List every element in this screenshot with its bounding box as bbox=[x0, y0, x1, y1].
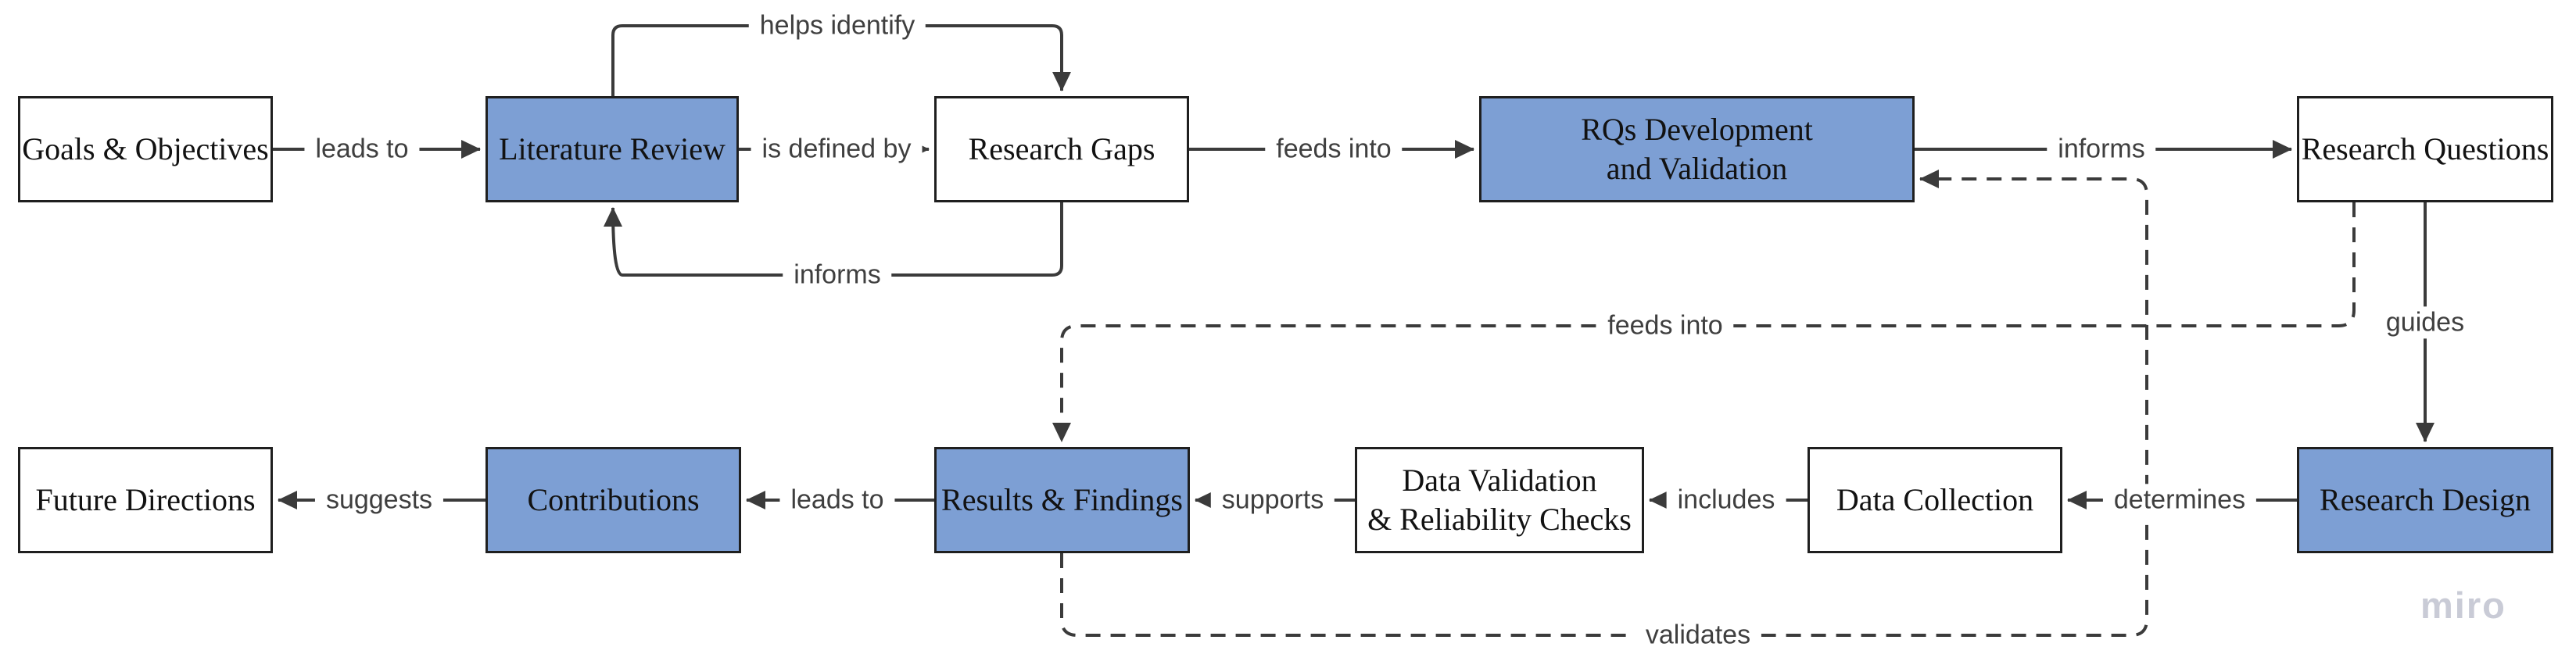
edge-label-helps-identify[interactable]: helps identify bbox=[748, 9, 926, 42]
node-future-directions[interactable]: Future Directions bbox=[18, 447, 273, 553]
node-data-validation[interactable]: Data Validation & Reliability Checks bbox=[1355, 447, 1644, 553]
edge-label-feeds-into-2[interactable]: feeds into bbox=[1596, 309, 1734, 342]
edge-label-guides[interactable]: guides bbox=[2374, 306, 2476, 339]
connector-validates[interactable] bbox=[1060, 170, 2148, 637]
node-results-findings[interactable]: Results & Findings bbox=[934, 447, 1190, 553]
edge-label-leads-to-1[interactable]: leads to bbox=[304, 133, 420, 166]
edge-label-leads-to-2[interactable]: leads to bbox=[779, 484, 895, 517]
edge-label-informs-1[interactable]: informs bbox=[2047, 133, 2156, 166]
node-research-questions[interactable]: Research Questions bbox=[2297, 96, 2553, 202]
edge-label-includes[interactable]: includes bbox=[1666, 484, 1786, 517]
edge-label-informs-loop[interactable]: informs bbox=[783, 259, 892, 291]
edge-label-determines[interactable]: determines bbox=[2102, 484, 2257, 517]
node-contributions[interactable]: Contributions bbox=[485, 447, 741, 553]
node-rqs-development[interactable]: RQs Development and Validation bbox=[1479, 96, 1915, 202]
miro-watermark: miro bbox=[2420, 584, 2506, 626]
edge-label-validates[interactable]: validates bbox=[1634, 619, 1762, 652]
node-goals-objectives[interactable]: Goals & Objectives bbox=[18, 96, 273, 202]
edge-label-supports[interactable]: supports bbox=[1210, 484, 1335, 517]
edge-label-feeds-into-1[interactable]: feeds into bbox=[1265, 133, 1403, 166]
edge-label-suggests[interactable]: suggests bbox=[314, 484, 444, 517]
node-data-collection[interactable]: Data Collection bbox=[1807, 447, 2062, 553]
connector-informs-loop[interactable] bbox=[604, 202, 1063, 277]
node-research-gaps[interactable]: Research Gaps bbox=[934, 96, 1189, 202]
edge-label-is-defined-by[interactable]: is defined by bbox=[751, 133, 923, 166]
node-literature-review[interactable]: Literature Review bbox=[485, 96, 739, 202]
node-research-design[interactable]: Research Design bbox=[2297, 447, 2553, 553]
